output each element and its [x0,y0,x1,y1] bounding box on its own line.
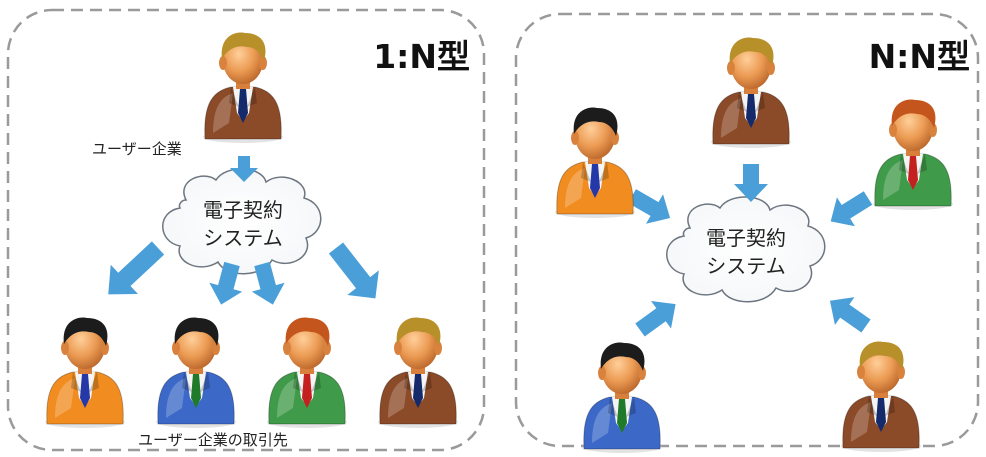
arrow-down-icon [230,156,258,182]
person-partner-green-icon [267,317,347,428]
arrow-left-down-icon [108,241,165,295]
left-arrows [108,156,379,305]
person-nn-top-icon [711,37,791,148]
arrow-mid-left-icon [209,261,243,305]
left-cloud-line1: 電子契約 [203,198,283,222]
left-panel-title: 1:N型 [373,37,470,76]
right-panel: N:N型 電子契約 システム [514,12,980,448]
left-panel: 1:N型 ユーザー企業 ユーザー企業の取引先 電子契約 システム [6,8,486,452]
person-partner-blue-icon [156,317,236,428]
person-user-company-icon [203,32,283,143]
arrow-upper-left-icon [628,189,671,224]
user-company-label: ユーザー企業 [92,140,182,158]
right-panel-border [514,12,980,448]
left-panel-border [6,8,486,452]
arrow-upper-right-icon [830,191,873,227]
left-cloud-line2: システム [203,226,282,250]
arrow-mid-right-icon [251,261,285,305]
right-cloud: 電子契約 システム [666,196,826,303]
arrow-right-down-icon [328,242,379,299]
arrow-top-icon [734,164,768,202]
person-nn-bottom-left-icon [582,342,662,453]
person-nn-right-icon [873,99,953,210]
person-nn-bottom-right-icon [841,341,921,452]
arrow-lower-left-icon [635,300,676,337]
business-partners-label: ユーザー企業の取引先 [138,431,288,449]
right-arrows [628,164,873,337]
person-partner-orange-icon [45,317,125,428]
arrow-lower-right-icon [829,297,871,333]
right-cloud-line2: システム [706,254,785,278]
left-cloud: 電子契約 システム [162,168,322,275]
person-partner-brown-icon [378,317,458,428]
right-panel-title: N:N型 [869,37,970,76]
people-layer [45,32,953,453]
right-cloud-shape [666,196,826,303]
person-nn-left-icon [555,107,635,218]
right-cloud-line1: 電子契約 [706,226,786,250]
